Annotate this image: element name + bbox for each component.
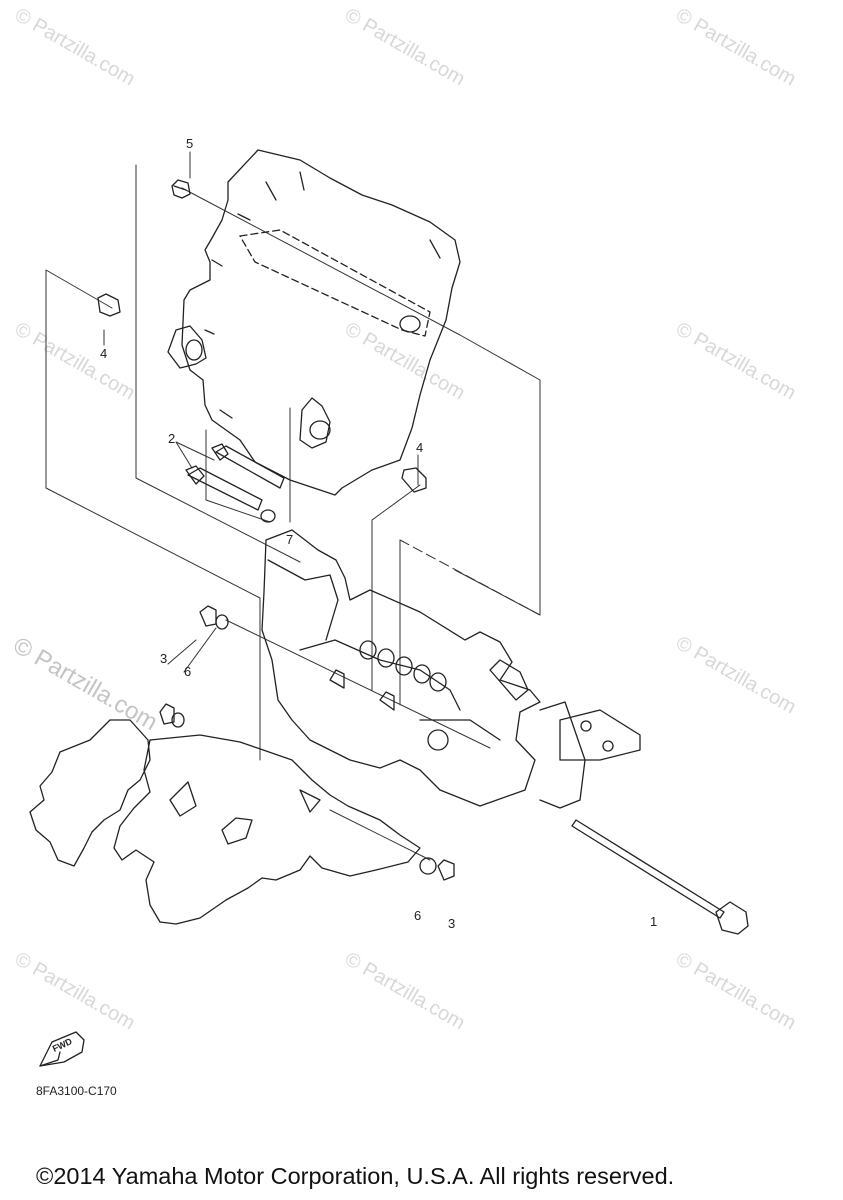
part-3-6-lower-hardware: [419, 857, 455, 881]
callout-4-left: 4: [100, 346, 108, 361]
part-5-bolt: [171, 179, 191, 199]
lower-frame-shape: [113, 734, 421, 925]
part-7-washer: [260, 509, 276, 523]
callout-6-upper: 6: [184, 664, 192, 679]
part-1-long-bolt: [571, 819, 749, 935]
copyright-notice: ©2014 Yamaha Motor Corporation, U.S.A. A…: [36, 1163, 675, 1189]
part-4-bolt-left: [97, 293, 121, 317]
part-2-bolts: [185, 443, 285, 511]
catalog-code: 8FA3100-C170: [36, 1084, 117, 1098]
callout-2: 2: [168, 431, 176, 446]
part-4-bolt-right: [401, 467, 427, 493]
callout-3-lower: 3: [448, 916, 456, 931]
callout-5: 5: [186, 136, 194, 151]
callout-3-upper: 3: [160, 651, 168, 666]
callout-4-right: 4: [416, 440, 424, 455]
part-3-6-upper-hardware: [159, 605, 229, 728]
callout-6-lower: 6: [414, 908, 422, 923]
leader-lines: [45, 151, 541, 861]
fwd-arrow-icon: [39, 1031, 85, 1067]
left-mount-boss: [167, 325, 207, 369]
callout-7: 7: [286, 532, 294, 547]
engine-bracket-frame: [261, 529, 641, 809]
engine-outline: [181, 149, 461, 496]
left-fairing-piece: [29, 719, 151, 867]
right-mount-boss: [299, 397, 331, 449]
callout-1: 1: [650, 914, 658, 929]
